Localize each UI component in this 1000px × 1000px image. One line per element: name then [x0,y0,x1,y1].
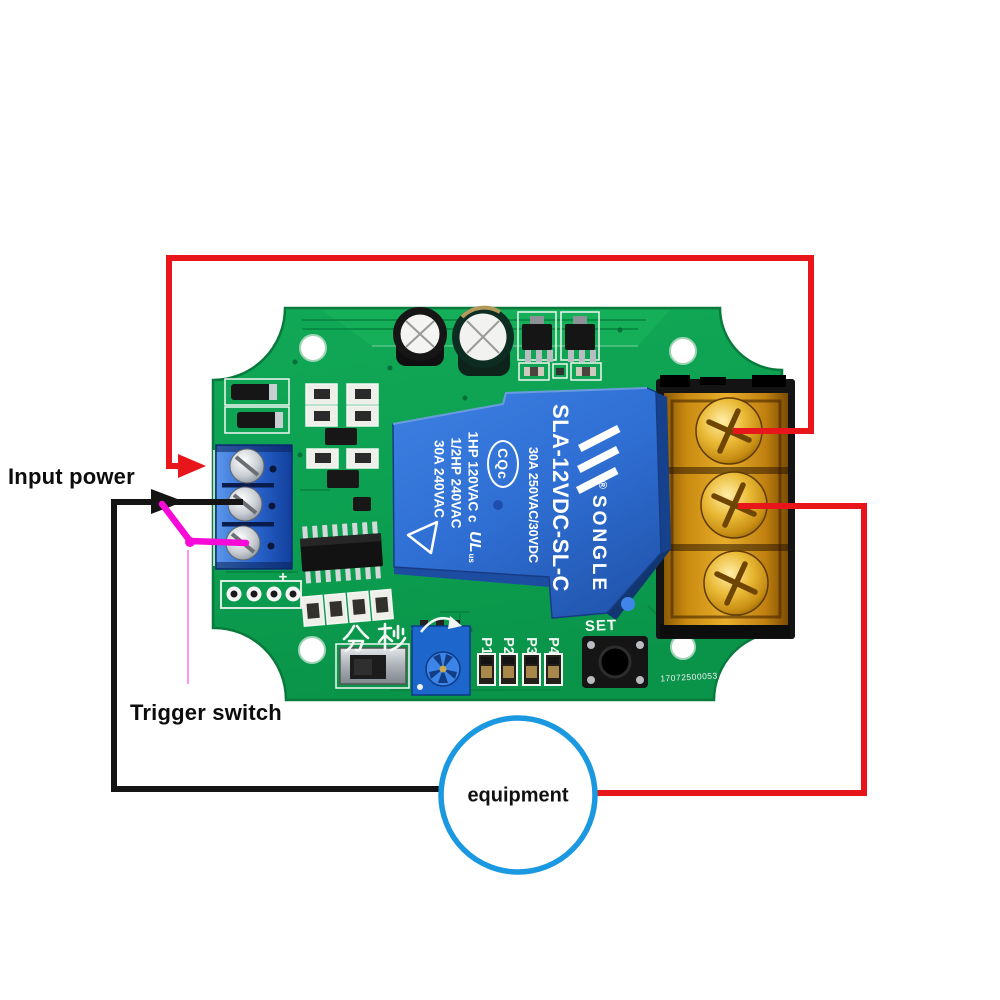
relay-rating-1hp: 1HP 120VAC c [465,431,481,523]
smd-resistor-grid [305,383,379,469]
led-label-p2: P2 [500,637,516,655]
relay-model-text: SLA-12VDC-SL-C [548,404,573,592]
songle-flag-icon [576,425,621,494]
smd-resistor [518,362,602,381]
rotation-arrow-icon [420,616,462,633]
input-power-label: Input power [8,464,135,489]
recycle-triangle-icon [406,520,439,555]
set-silk-label: SET [584,616,618,636]
mounting-holes [298,334,697,664]
input-terminal-block [213,444,293,570]
relay-rating-half-hp: 1/2HP 240VAC [448,437,464,529]
relay-brand-text: ® SONGLE [587,481,609,593]
transistor-icon [517,311,557,362]
output-terminal-screws [695,397,769,616]
status-leds [477,653,563,686]
pin-header [220,580,302,609]
capacitor-icon [452,305,514,376]
red-arrow-icon [178,454,206,478]
output-terminal-block [656,375,795,639]
led-label-p4: P4 [545,637,561,655]
wiring [111,255,867,796]
relay-rating-main: 30A 250VAC/30VDC [526,446,540,564]
plus-silk-mark: + [278,568,288,586]
relay-rating-30a: 30A 240VAC [431,439,447,519]
mounting-hole [299,334,327,362]
relay [392,387,671,620]
diode-icon [224,378,290,434]
led-label-p3: P3 [523,637,539,655]
set-button [582,636,648,688]
brand-name: SONGLE [588,494,609,594]
black-arrow-icon [151,489,184,514]
mounting-hole [298,636,326,664]
time-potentiometer [411,620,471,696]
min-sec-slide-switch [335,643,410,689]
transistor-icon [560,311,600,362]
ul-logo-icon: UL us [466,531,483,563]
min-sec-silk-text [342,622,407,653]
mounting-hole [669,337,697,365]
trigger-switch-label: Trigger switch [130,700,282,725]
cqc-logo-icon: CQc [487,440,519,488]
timer-ic-icon [299,521,383,584]
red-power-wire [166,255,814,469]
registered-mark: ® [596,480,608,492]
capacitor-icon [393,307,447,366]
equipment-circle [438,715,598,875]
led-label-p1: P1 [478,637,494,655]
equipment-label: equipment [467,784,569,807]
pcb-components [220,305,648,696]
resistor-row [301,588,394,628]
red-equipment-wire [597,503,867,796]
